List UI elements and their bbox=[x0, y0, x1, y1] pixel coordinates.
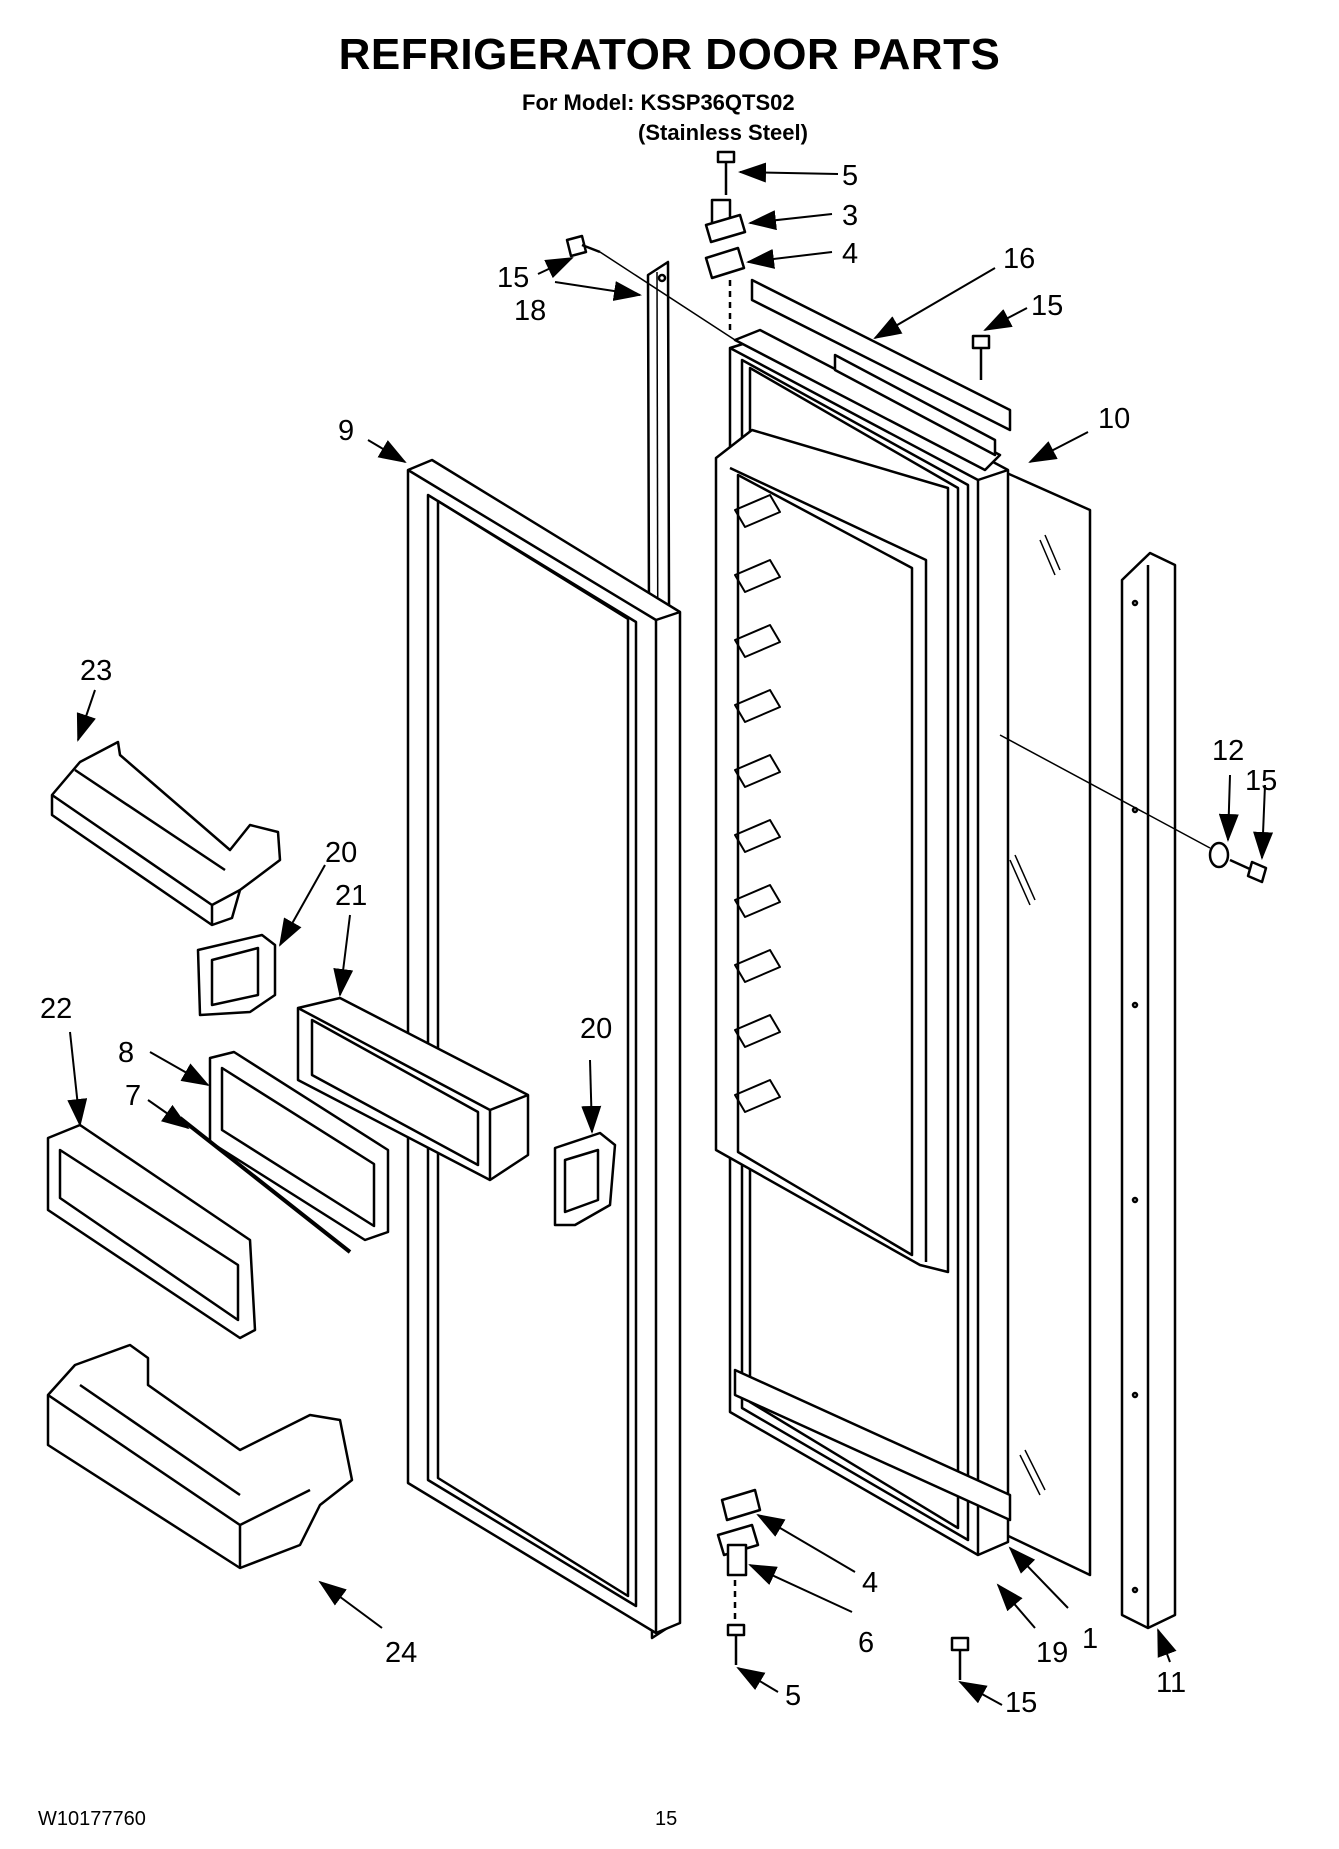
callout-label: 9 bbox=[338, 415, 354, 447]
callout-label: 24 bbox=[385, 1637, 417, 1669]
callout-label: 1 bbox=[1082, 1623, 1098, 1655]
leader-arrows bbox=[67, 162, 1274, 1706]
diagram-title: REFRIGERATOR DOOR PARTS bbox=[338, 30, 1001, 79]
page-number: 15 bbox=[655, 1808, 678, 1830]
part-5-hinge-screw-bottom bbox=[726, 1623, 746, 1665]
part-15-screw-side bbox=[1229, 858, 1268, 884]
part-15-screw-top-left bbox=[565, 234, 601, 258]
callout-label: 20 bbox=[580, 1013, 612, 1045]
part-4-hinge-shim-top bbox=[704, 246, 746, 280]
callout-label: 5 bbox=[842, 160, 858, 192]
part-4-hinge-shim-bottom bbox=[720, 1488, 762, 1522]
part-23-door-bin bbox=[50, 740, 282, 927]
callout-label: 5 bbox=[785, 1680, 801, 1712]
callout-label: 11 bbox=[1156, 1667, 1186, 1699]
part-24-large-door-bin bbox=[46, 1343, 354, 1570]
callout-label: 6 bbox=[858, 1627, 874, 1659]
callout-label: 7 bbox=[125, 1080, 141, 1112]
part-1-door-liner bbox=[714, 328, 1010, 1557]
part-15-screw-bottom-right bbox=[950, 1636, 970, 1680]
callout-label: 10 bbox=[1098, 403, 1130, 435]
callout-label: 15 bbox=[497, 262, 529, 294]
document-number: W10177760 bbox=[38, 1808, 146, 1830]
part-9-door-gasket bbox=[406, 458, 682, 1635]
part-15-screw-top-right bbox=[971, 334, 991, 380]
callout-label: 18 bbox=[514, 295, 546, 327]
callout-label: 15 bbox=[1031, 290, 1063, 322]
part-16-top-bracket bbox=[750, 278, 1012, 457]
part-20-bin-cap-left bbox=[196, 933, 277, 1017]
part-11-side-trim bbox=[1120, 551, 1177, 1630]
callout-label: 19 bbox=[1036, 1637, 1068, 1669]
callout-label: 4 bbox=[842, 238, 858, 270]
callout-label: 12 bbox=[1212, 735, 1244, 767]
finish-label: (Stainless Steel) bbox=[638, 120, 808, 145]
part-21-dairy-compartment bbox=[296, 996, 530, 1182]
leader-line-side-screw bbox=[999, 734, 1211, 849]
part-22-dairy-door bbox=[46, 1123, 257, 1340]
callout-label: 21 bbox=[335, 880, 367, 912]
part-7-hinge-rod bbox=[178, 1116, 352, 1254]
callout-label: 15 bbox=[1245, 765, 1277, 797]
callout-label: 4 bbox=[862, 1567, 878, 1599]
callout-labels: 5 3 4 15 16 15 18 9 10 23 12 15 20 21 22… bbox=[40, 160, 1277, 1719]
callout-label: 22 bbox=[40, 993, 72, 1025]
callout-label: 23 bbox=[80, 655, 112, 687]
part-6-bottom-hinge bbox=[716, 1523, 760, 1577]
part-3-top-hinge bbox=[704, 198, 747, 244]
part-5-hinge-screw-top bbox=[716, 150, 736, 195]
callout-label: 16 bbox=[1003, 243, 1035, 275]
callout-label: 8 bbox=[118, 1037, 134, 1069]
part-19-bottom-bracket bbox=[733, 1368, 1012, 1522]
leader-line-screw bbox=[599, 251, 736, 341]
part-12-washer bbox=[1208, 841, 1230, 869]
callout-label: 15 bbox=[1005, 1687, 1037, 1719]
part-10-door-panel bbox=[998, 468, 1092, 1577]
model-number: For Model: KSSP36QTS02 bbox=[522, 90, 795, 115]
callout-label: 20 bbox=[325, 837, 357, 869]
callout-label: 3 bbox=[842, 200, 858, 232]
